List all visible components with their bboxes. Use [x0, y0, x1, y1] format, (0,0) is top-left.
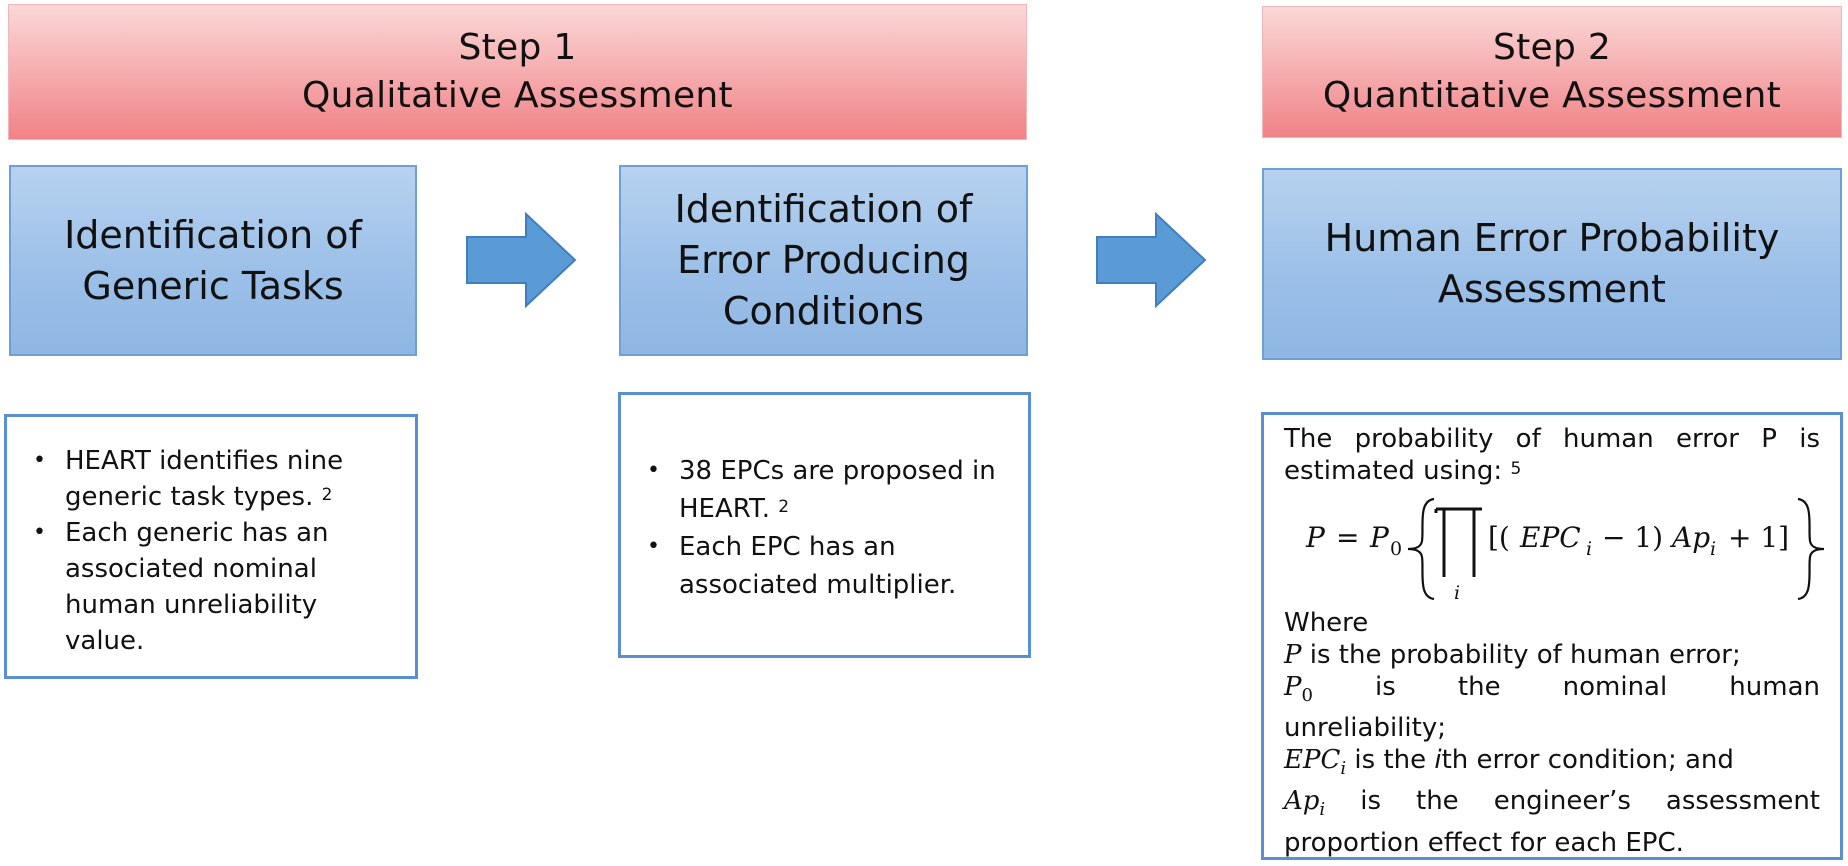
- generic-tasks-line2: Generic Tasks: [82, 263, 344, 308]
- right-arrow-icon: [466, 212, 577, 308]
- formula-p0: P: [1369, 521, 1390, 554]
- step1-subtitle: Qualitative Assessment: [302, 75, 733, 116]
- formula-open: [(: [1488, 521, 1510, 554]
- list-item: 38 EPCs are proposed in HEART. 2: [633, 452, 998, 528]
- formula-epc-sub: i: [1586, 538, 1592, 560]
- epc-notes: 38 EPCs are proposed in HEART. 2 Each EP…: [618, 392, 1031, 658]
- intro-line-2: estimated using: 5: [1284, 456, 1522, 486]
- epc-box: Identification of Error Producing Condit…: [619, 165, 1028, 356]
- intro-line-1: The probability of human error P is: [1284, 424, 1820, 454]
- step1-title: Step 1: [458, 27, 577, 68]
- definition-epc: EPCi is the ith error condition; and: [1284, 745, 1734, 780]
- definition-ap: Api is the engineer’s assessment: [1284, 786, 1821, 821]
- formula-graphic: P = P 0 i [( EPC i − 1) Ap i + 1]: [1305, 497, 1824, 604]
- formula-ap: Ap: [1669, 521, 1710, 554]
- epc-line1: Identification of: [674, 187, 973, 231]
- formula-plus: + 1]: [1728, 521, 1789, 554]
- reference-marker: 2: [321, 485, 333, 505]
- epc-line2: Error Producing: [677, 238, 970, 282]
- formula-lhs: P: [1305, 521, 1326, 554]
- formula-equals: =: [1336, 521, 1359, 554]
- step1-banner: Step 1 Qualitative Assessment: [8, 4, 1027, 140]
- step2-banner: Step 2 Quantitative Assessment: [1262, 6, 1842, 138]
- generic-tasks-box: Identification of Generic Tasks: [9, 165, 417, 356]
- right-brace-icon: [1797, 497, 1824, 601]
- epc-list: 38 EPCs are proposed in HEART. 2 Each EP…: [633, 452, 998, 604]
- right-arrow-icon: [1096, 212, 1207, 308]
- hep-line2: Assessment: [1438, 267, 1666, 311]
- generic-tasks-line1: Identification of: [64, 212, 362, 257]
- list-item: Each generic has an associated nominal h…: [19, 515, 395, 659]
- hep-notes: The probability of human error P is esti…: [1261, 412, 1843, 860]
- definition-ap-cont: proportion effect for each EPC.: [1284, 827, 1684, 858]
- formula-p0-sub: 0: [1390, 538, 1402, 560]
- product-symbol-icon: [1434, 507, 1482, 577]
- formula-product-index: i: [1454, 582, 1460, 604]
- formula-minus: − 1): [1602, 521, 1663, 554]
- hep-formula: P = P 0 i [( EPC i − 1) Ap i + 1]: [1284, 487, 1824, 607]
- definition-p0-cont: unreliability;: [1284, 713, 1446, 744]
- generic-tasks-notes: HEART identifies nine generic task types…: [4, 414, 418, 679]
- reference-marker: 2: [778, 497, 790, 517]
- formula-ap-sub: i: [1710, 538, 1716, 560]
- step2-title: Step 2: [1492, 27, 1612, 68]
- epc-line3: Conditions: [722, 289, 925, 333]
- generic-tasks-list: HEART identifies nine generic task types…: [19, 443, 395, 659]
- formula-epc: EPC: [1519, 521, 1581, 554]
- definition-p: P is the probability of human error;: [1284, 640, 1741, 670]
- where-label: Where: [1284, 608, 1369, 638]
- left-brace-icon: [1407, 497, 1435, 601]
- list-item: Each EPC has an associated multiplier.: [633, 528, 998, 604]
- hep-box: Human Error Probability Assessment: [1262, 168, 1842, 360]
- reference-marker: 5: [1510, 459, 1522, 479]
- definition-p0: P0 is the nominal human: [1284, 672, 1820, 707]
- hep-line1: Human Error Probability: [1324, 216, 1780, 260]
- step2-subtitle: Quantitative Assessment: [1322, 75, 1782, 116]
- list-item: HEART identifies nine generic task types…: [19, 443, 395, 515]
